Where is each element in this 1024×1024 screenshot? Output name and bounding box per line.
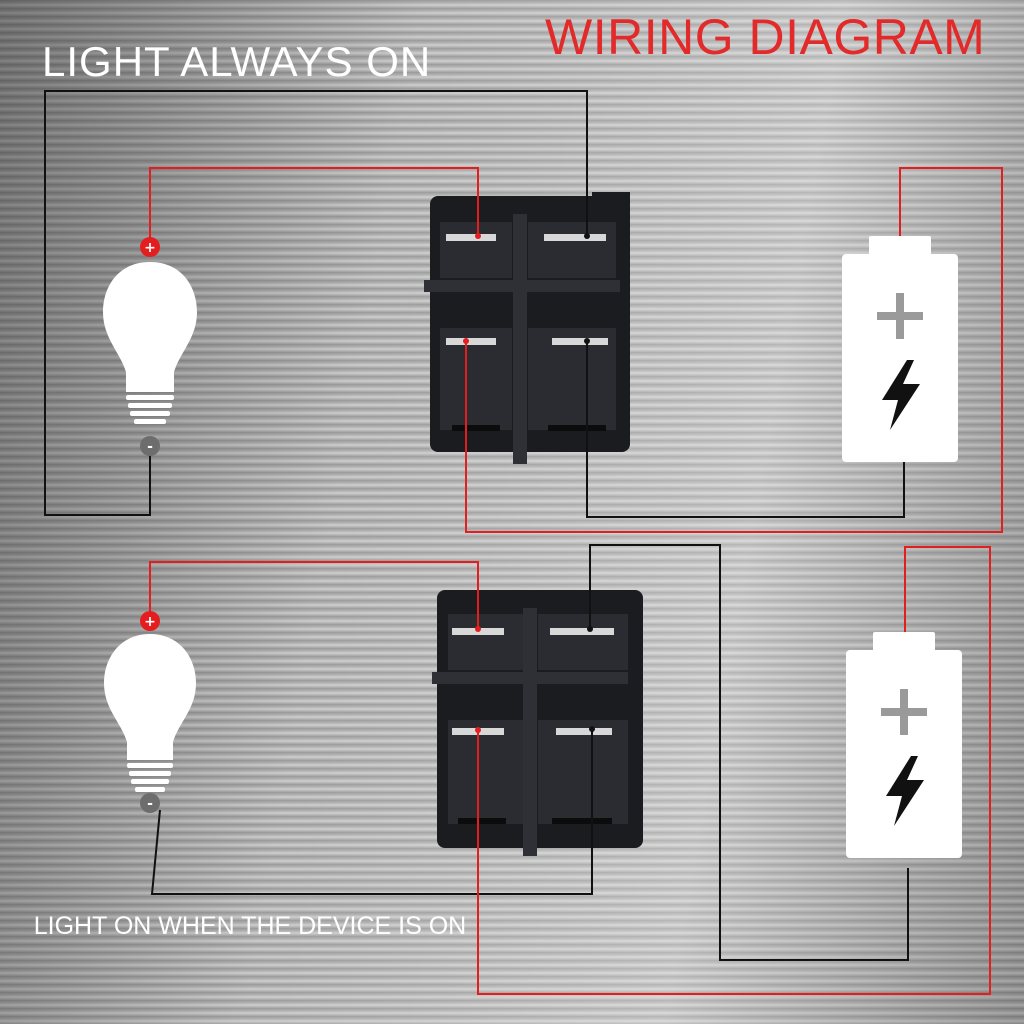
switch-divider [523,608,537,856]
positive-sign: + [144,614,156,630]
top-circuit: + - [44,90,1003,533]
switch-terminal [552,338,608,345]
top-circuit-caption: LIGHT ALWAYS ON [42,38,432,85]
terminal-dot [475,233,481,239]
terminal-dot [475,727,481,733]
lightning-bolt-icon [886,756,924,826]
negative-sign: - [147,796,153,812]
lightning-bolt-icon [882,360,920,430]
bottom-circuit-caption: LIGHT ON WHEN THE DEVICE IS ON [33,912,467,940]
bottom-switch [432,590,643,856]
switch-terminal [446,338,496,345]
terminal-dot [475,626,481,632]
terminal-dot [584,338,590,344]
positive-terminal [140,611,160,631]
switch-slot [548,425,606,431]
switch-slot [452,425,500,431]
switch-divider [424,280,620,292]
terminal-dot [584,233,590,239]
switch-cell [448,720,524,824]
switch-divider [432,672,628,684]
bottom-circuit: + - [104,544,991,995]
light-bulb-icon [104,634,196,792]
light-bulb-icon [103,262,197,424]
switch-slot [552,818,612,824]
switch-terminal [446,234,496,241]
positive-wire [465,167,1003,533]
switch-terminal [556,728,612,735]
switch-cell [538,614,628,670]
switch-terminal [544,234,606,241]
terminal-dot [589,726,595,732]
terminal-dot [463,338,469,344]
switch-tab [592,192,630,206]
top-switch [424,192,630,464]
negative-wire [150,728,593,895]
switch-slot [458,818,506,824]
negative-sign: - [147,439,153,455]
negative-wire [44,90,588,516]
switch-cell [528,222,616,278]
negative-terminal [140,793,160,813]
diagram-title: WIRING DIAGRAM [545,9,986,65]
positive-wire [149,561,479,628]
battery-icon [842,236,958,462]
switch-divider [513,214,527,464]
positive-wire [149,167,479,242]
switch-cell [538,720,628,824]
positive-wire [477,546,991,995]
negative-wire [586,340,905,518]
plus-icon [877,293,923,339]
positive-terminal [140,237,160,257]
positive-sign: + [144,240,156,256]
negative-wire [589,544,909,961]
switch-cell [440,222,512,278]
plus-icon [881,689,927,735]
negative-terminal [140,436,160,456]
terminal-dot [587,626,593,632]
switch-terminal [550,628,614,635]
switch-cell [448,614,524,670]
battery-icon [846,632,962,858]
